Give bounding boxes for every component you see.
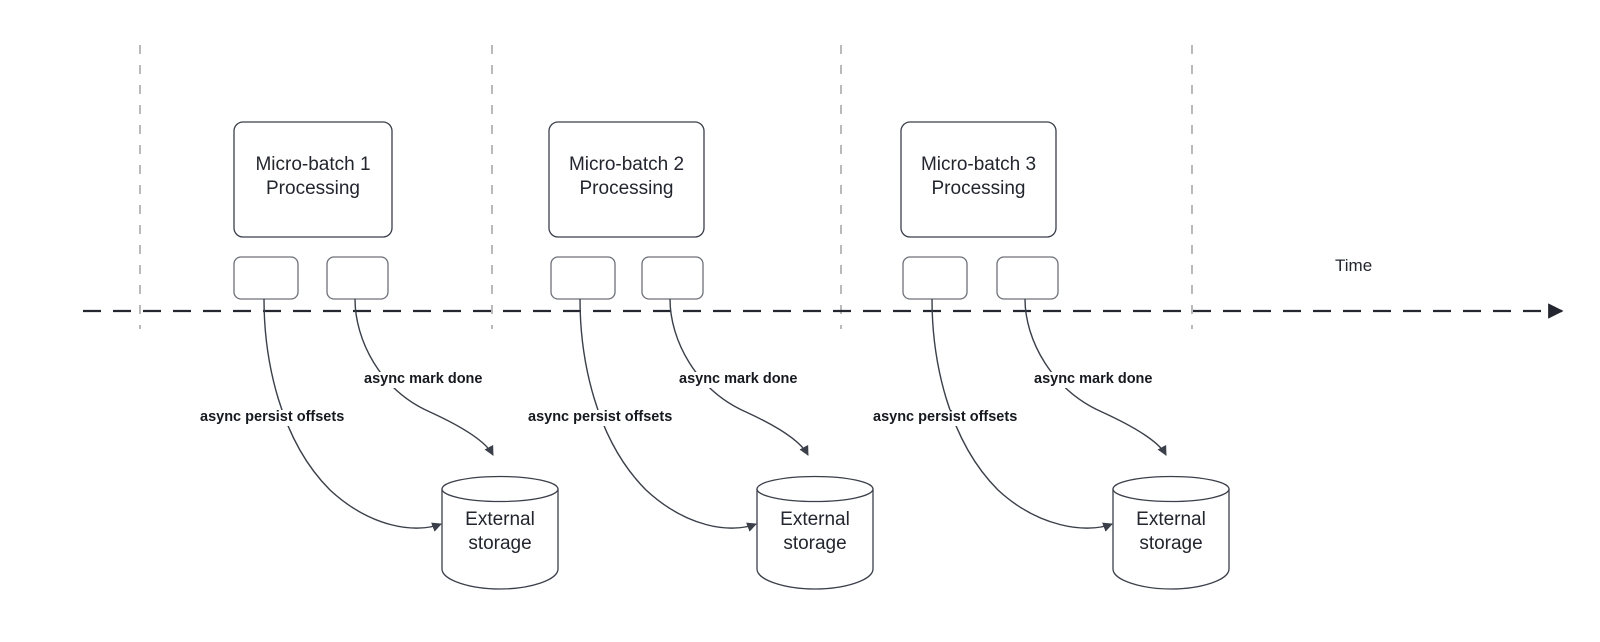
micro-batch-1-persist-edge bbox=[263, 298, 442, 532]
external-storage-1[interactable] bbox=[441, 475, 559, 590]
boundary-dashed-lines bbox=[139, 45, 1193, 329]
micro-batch-3-box[interactable] bbox=[900, 121, 1057, 238]
micro-batch-1-box[interactable] bbox=[233, 121, 393, 238]
micro-batch-2-persist-edge bbox=[579, 298, 757, 532]
micro-batch-3-task-box-a[interactable] bbox=[902, 256, 968, 300]
micro-batch-1-task-box-a[interactable] bbox=[233, 256, 299, 300]
micro-batch-1-mark-done-edge bbox=[354, 298, 494, 456]
time-axis-label: Time bbox=[1335, 256, 1373, 275]
micro-batch-1-mark-done-label: async mark done bbox=[363, 371, 484, 388]
micro-batch-2-persist-label: async persist offsets bbox=[527, 409, 674, 426]
external-storage-2[interactable] bbox=[756, 475, 874, 590]
external-storage-3[interactable] bbox=[1112, 475, 1230, 590]
micro-batch-3-mark-done-label: async mark done bbox=[1033, 371, 1154, 388]
micro-batch-3-persist-edge bbox=[931, 298, 1113, 532]
micro-batch-2-mark-done-label: async mark done bbox=[678, 371, 799, 388]
micro-batch-3-task-box-b[interactable] bbox=[996, 256, 1059, 300]
micro-batch-2-task-box-b[interactable] bbox=[641, 256, 704, 300]
micro-batch-3-persist-label: async persist offsets bbox=[872, 409, 1019, 426]
micro-batch-1-persist-label: async persist offsets bbox=[199, 409, 346, 426]
micro-batch-2-box[interactable] bbox=[548, 121, 705, 238]
micro-batch-2-task-box-a[interactable] bbox=[550, 256, 616, 300]
micro-batch-2-mark-done-edge bbox=[669, 298, 809, 456]
micro-batch-3-mark-done-edge bbox=[1024, 298, 1167, 456]
micro-batch-1-task-box-b[interactable] bbox=[326, 256, 389, 300]
